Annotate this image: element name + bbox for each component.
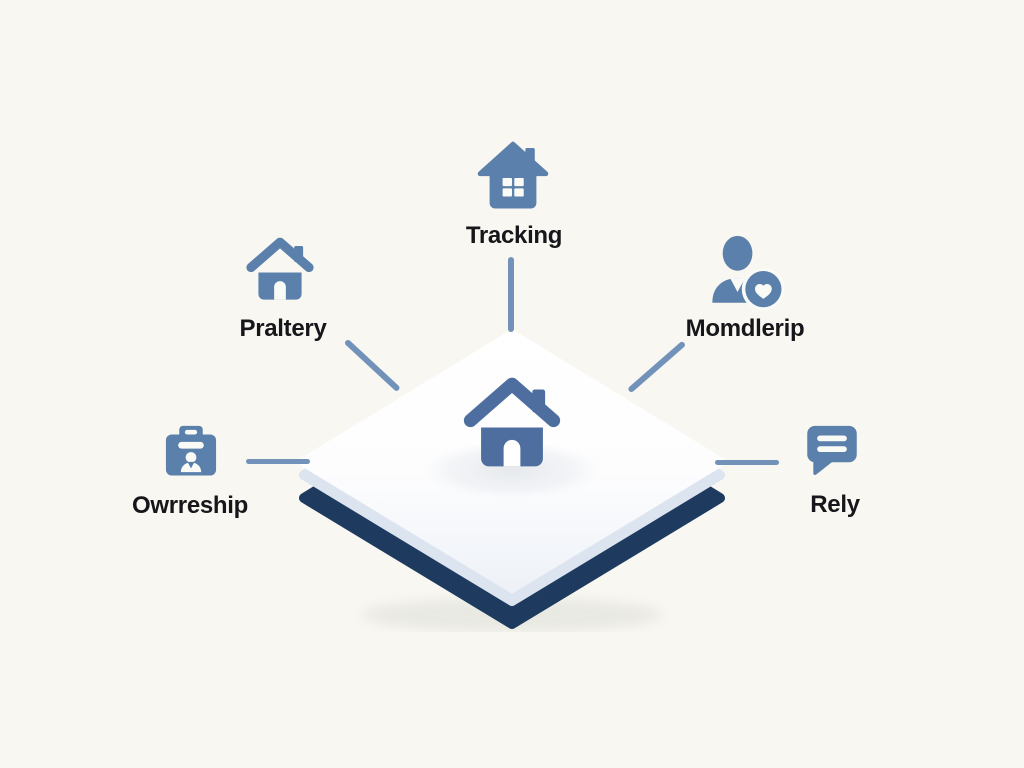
node-label-praltery: Praltery [239, 315, 327, 342]
connector-left [246, 458, 310, 464]
connector-right [715, 459, 779, 465]
isometric-platform [299, 330, 725, 632]
house-body [489, 170, 537, 209]
badge-clip-slot [184, 429, 198, 435]
house-shadow [422, 441, 602, 499]
chat-bubble-icon [807, 425, 857, 476]
badge-bar [178, 441, 204, 449]
person-head [722, 235, 753, 271]
person-heart-icon [712, 235, 786, 311]
badge-person-head [185, 452, 197, 463]
node-label-tracking: Tracking [465, 222, 563, 249]
house-icon [477, 141, 549, 209]
bubble-body [807, 425, 857, 463]
house-roof [463, 377, 561, 428]
house-door [503, 439, 521, 467]
badge-person-collar [187, 461, 195, 469]
house-roof [246, 237, 314, 273]
house-window [502, 177, 524, 197]
heart-icon [754, 283, 772, 299]
house-icon [463, 377, 561, 467]
node-label-rely: Rely [810, 491, 860, 518]
connector-top [508, 257, 514, 332]
house-icon [246, 237, 314, 300]
bubble-line-2 [817, 446, 847, 453]
house-roof [477, 141, 549, 177]
bubble-tail [813, 457, 833, 476]
id-badge-icon [165, 425, 217, 476]
bubble-line-1 [817, 435, 847, 442]
node-label-owrreship: Owrreship [132, 492, 248, 519]
node-label-momdlerip: Momdlerip [685, 315, 805, 342]
house-door [274, 281, 286, 300]
person-collar [730, 278, 745, 293]
